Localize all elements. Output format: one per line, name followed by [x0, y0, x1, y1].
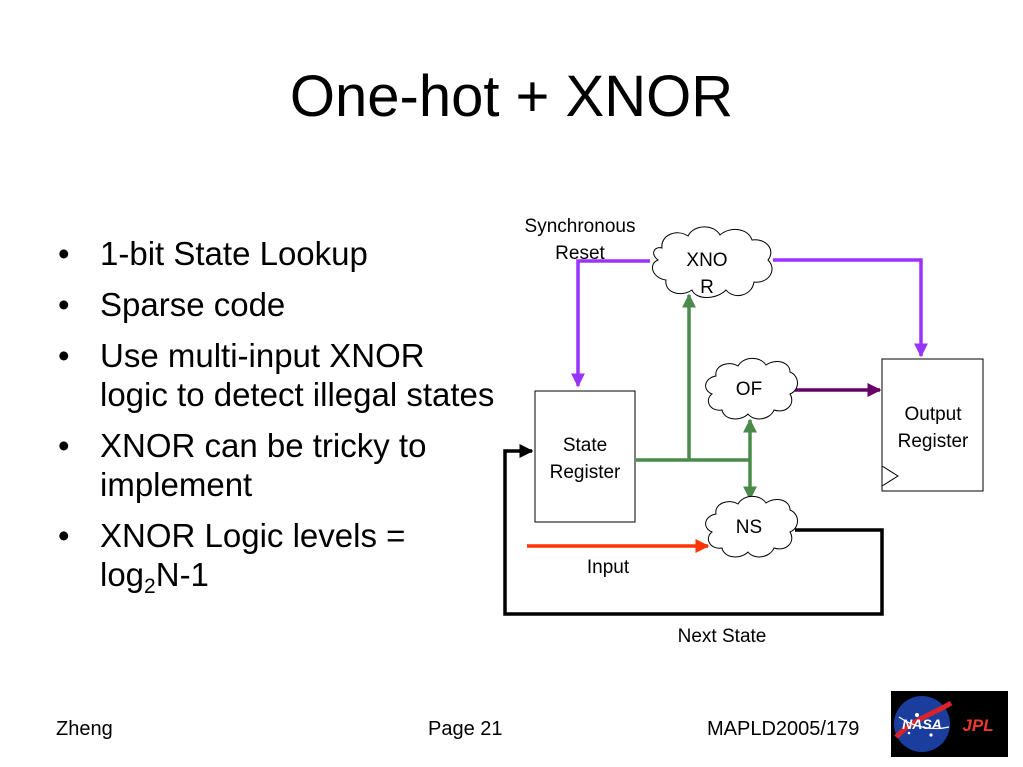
state-register-label-line2: Register	[550, 462, 621, 483]
next-state-label: Next State	[678, 626, 767, 647]
sync-reset-label-line2: Reset	[555, 243, 605, 264]
output-register-box	[881, 358, 984, 492]
bullet-text: Use multi-input XNOR logic to detect ill…	[100, 337, 495, 413]
of-label: OF	[736, 379, 762, 400]
bullet-item: • XNOR can be tricky to implement	[58, 426, 498, 504]
footer-page-number: Page 21	[428, 718, 503, 740]
output-register-label-line1: Output	[904, 404, 962, 425]
xnor-cloud	[651, 226, 773, 298]
footer-author: Zheng	[56, 718, 113, 740]
next-state-wire	[503, 444, 884, 616]
bullet-item: • 1-bit State Lookup	[58, 234, 498, 273]
bullet-text: XNOR can be tricky to implement	[100, 427, 427, 503]
state-register-label-line1: State	[563, 435, 607, 456]
nasa-logo-text: NASA	[902, 716, 942, 732]
bullet-text: XNOR Logic levels = log	[100, 517, 406, 593]
bullet-icon: •	[58, 286, 70, 323]
xnor-label-line1: XNO	[686, 250, 727, 271]
state-register-box	[534, 390, 636, 523]
of-cloud	[705, 357, 798, 420]
jpl-logo-text: JPL	[962, 716, 993, 735]
bullet-icon: •	[58, 337, 70, 374]
footer-conference: MAPLD2005/179	[707, 718, 860, 740]
sync-reset-label-line1: Synchronous	[525, 216, 636, 237]
bullet-text: 1-bit State Lookup	[100, 235, 368, 272]
ns-cloud	[705, 495, 798, 558]
sync-reset-wire	[571, 259, 650, 388]
log-base-subscript: 2	[144, 575, 156, 598]
bullet-icon: •	[58, 235, 70, 272]
bullet-text: Sparse code	[100, 286, 286, 323]
bullet-item: • Sparse code	[58, 285, 498, 324]
clock-triangle-icon	[881, 465, 899, 487]
bullet-icon: •	[58, 427, 70, 464]
nasa-jpl-logo-art: NASA JPL	[894, 696, 994, 752]
ns-label: NS	[736, 517, 762, 538]
bullet-text-suffix: N-1	[155, 556, 209, 593]
input-label: Input	[587, 557, 630, 578]
bullet-item: • XNOR Logic levels = log2N-1	[58, 516, 498, 597]
slide-title: One-hot + XNOR	[289, 64, 734, 129]
nasa-jpl-logo: NASA JPL	[891, 691, 1008, 757]
xnor-to-output-wire	[773, 258, 928, 358]
output-register-label-line2: Register	[898, 431, 969, 452]
bullet-list: • 1-bit State Lookup • Sparse code • Use mu…	[58, 234, 498, 606]
xnor-label-line2: R	[700, 277, 714, 298]
bullet-icon: •	[58, 517, 70, 554]
bullet-item: • Use multi-input XNOR logic to detect il…	[58, 336, 498, 414]
